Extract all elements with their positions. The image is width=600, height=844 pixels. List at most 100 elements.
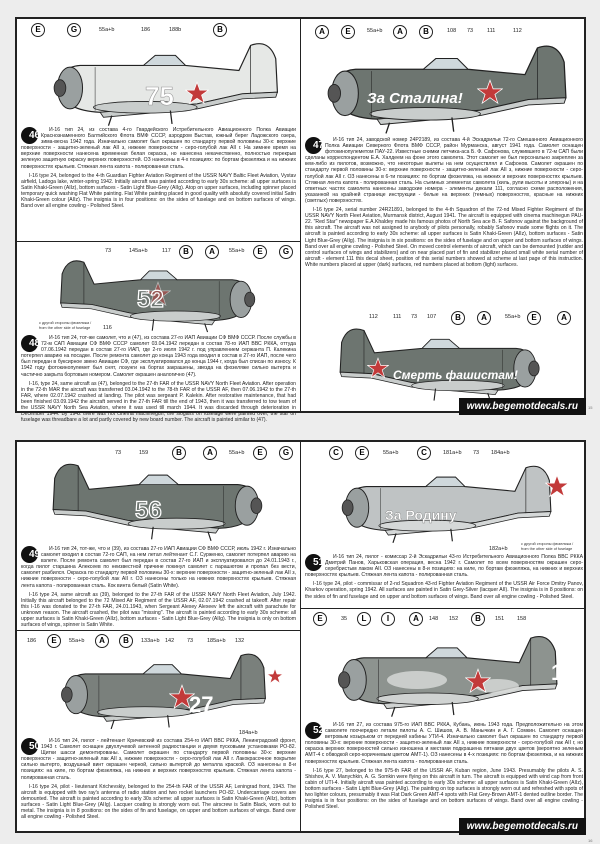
- fuselage-slogan: За Родину: [385, 507, 457, 523]
- description-ru: И-16 тип 24, из состава 4-го Гвардейског…: [21, 127, 296, 170]
- callout: B: [179, 245, 193, 259]
- callout: 112: [369, 314, 378, 320]
- callout: A: [557, 311, 571, 325]
- profile-47: A E 55a+b A B 108 73 111 112 За Сталина!…: [301, 19, 586, 415]
- callout: 55a+b: [69, 638, 85, 644]
- callout: 133a+b: [141, 638, 160, 644]
- tail-star-insignia: [267, 668, 283, 684]
- callout: 145a+b: [129, 248, 148, 254]
- callout: C: [329, 446, 343, 460]
- callout: B: [451, 311, 465, 325]
- side-note: с другой стороны фюзеляжа / from the oth…: [521, 542, 574, 551]
- aircraft-profile-48: 52: [59, 260, 256, 333]
- fuselage-slogan: Смерть фашистам!: [393, 368, 518, 382]
- page-number: 16: [588, 838, 593, 843]
- callout: 184a+b: [491, 450, 510, 456]
- description-ru: И-16 тип 27, из состава 975-го ИАП ВВС Р…: [305, 722, 583, 765]
- profile-number-badge: 52: [305, 722, 324, 739]
- callout: E: [355, 446, 369, 460]
- description-en: I-16 type 24, belonged to the 4-th Guard…: [21, 172, 296, 210]
- column-divider: [300, 19, 301, 411]
- callout: 107: [427, 314, 437, 320]
- description-ru: И-16 тип 24, пилот - комиссар 2-й Эскадр…: [305, 554, 583, 579]
- description-en: I-16 type 24, pilot - lieutenant Krichev…: [21, 783, 296, 821]
- callout: 186: [27, 638, 37, 644]
- callout: 186: [141, 27, 151, 33]
- profile-number-badge: 50: [21, 738, 40, 755]
- callout: 117: [162, 248, 171, 254]
- aircraft-profile-50: 27: [60, 653, 283, 730]
- callout: 108: [447, 28, 457, 34]
- fuselage-number: 75: [145, 81, 174, 111]
- callout: 132: [235, 638, 245, 644]
- callout: 73: [187, 638, 194, 644]
- callout-row: 112 111 73 107 B A 55a+b E A: [301, 311, 586, 325]
- callout: 116: [103, 325, 112, 331]
- callout: 55a+b: [229, 248, 245, 254]
- callout: G: [67, 23, 81, 37]
- callout: 142: [165, 638, 175, 644]
- callout: 73: [105, 248, 112, 254]
- callout: A: [205, 245, 219, 259]
- callout: E: [253, 245, 267, 259]
- aircraft-profile-46: 75: [53, 42, 279, 127]
- website-label: www.begemotdecals.ru: [458, 818, 586, 835]
- callout-row: 73 145a+b 117 B A 55a+b E G: [17, 245, 300, 259]
- aircraft-profile-47-right-side: 11 Смерть фашистам!: [317, 328, 540, 403]
- callout: 159: [139, 450, 149, 456]
- callout: 111: [393, 314, 402, 320]
- callout: L: [357, 612, 371, 626]
- description-en: I-16 type 27, belonged to the 975-th FAR…: [305, 767, 583, 811]
- callout: 185a+b: [207, 638, 226, 644]
- panel-divider: [17, 241, 300, 242]
- description-en: I-16, type 24, same aircraft as (47), be…: [21, 380, 296, 424]
- description-ru: И-16 тип 24, пилот - лейтенант Кричевски…: [21, 738, 296, 781]
- callout: 112: [513, 28, 522, 34]
- fuselage-number: 27: [189, 692, 213, 717]
- profile-51: C E 55a+b C 181a+b 73 184a+b За Родину 1…: [301, 442, 586, 608]
- callout: 111: [487, 28, 496, 34]
- callout: 73: [411, 314, 418, 320]
- panel-divider: [17, 630, 300, 631]
- callout: 55a+b: [367, 28, 383, 34]
- profile-number-badge: 49: [21, 546, 40, 563]
- website-label: www.begemotdecals.ru: [458, 398, 586, 415]
- callout-row: E G 55a+b 186 188b B: [17, 23, 300, 37]
- aircraft-profile-49: 56: [52, 463, 263, 542]
- fuselage-number: 56: [135, 497, 162, 524]
- tail-number: 11: [317, 346, 338, 368]
- tail-number: 16: [551, 660, 575, 685]
- callout: 73: [115, 450, 122, 456]
- callout: A: [393, 25, 407, 39]
- callout: 55a+b: [99, 27, 115, 33]
- callout: B: [419, 25, 433, 39]
- callout: 181a+b: [443, 450, 462, 456]
- callout: 73: [467, 28, 474, 34]
- profile-48: 73 145a+b 117 B A 55a+b E G 52 с другой …: [17, 241, 300, 423]
- callout: 158: [517, 616, 527, 622]
- callout: B: [119, 634, 133, 648]
- column-divider: [300, 442, 301, 831]
- callout: E: [47, 634, 61, 648]
- callout: E: [527, 311, 541, 325]
- callout: B: [471, 612, 485, 626]
- profile-50: 186 E 55a+b A B 133a+b 142 73 185a+b 132…: [17, 630, 300, 835]
- callout: 182a+b: [489, 546, 508, 552]
- callout: 188b: [169, 27, 182, 33]
- description-ru: И-16 тип 24, тот-же самолет, что и (47),…: [21, 335, 296, 378]
- profile-number-badge: 46: [21, 127, 40, 144]
- callout: 148: [429, 616, 439, 622]
- aircraft-profile-51: За Родину: [341, 465, 569, 544]
- callout: A: [315, 25, 329, 39]
- panel-divider: [300, 608, 586, 609]
- callout: C: [417, 446, 431, 460]
